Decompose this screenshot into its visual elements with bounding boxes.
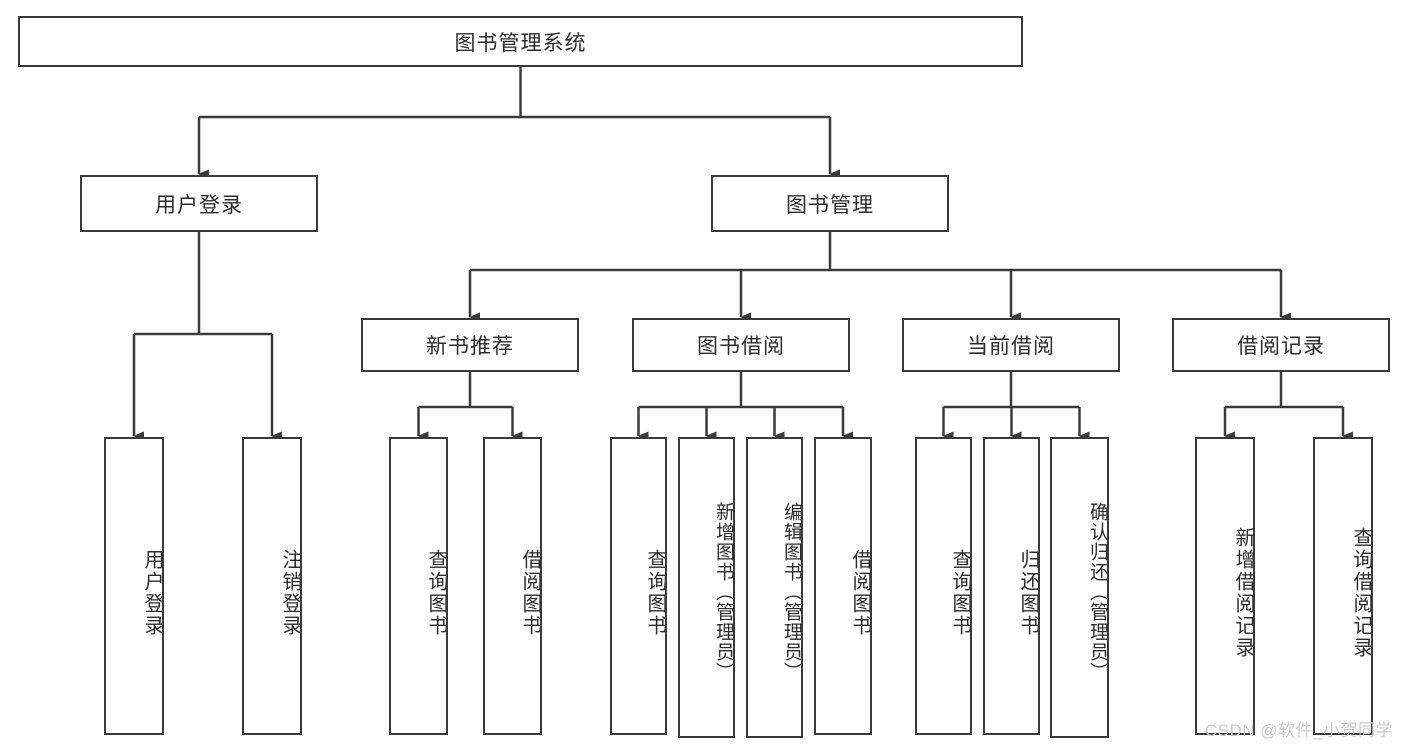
- node-label: 用户登录: [141, 549, 163, 637]
- node-label: 用户登录: [155, 193, 243, 217]
- node-leaf-borrow-book-2[interactable]: 借阅图书: [814, 437, 872, 735]
- node-label: 编辑图书（管理员）: [781, 501, 802, 682]
- node-label: 新增图书（管理员）: [713, 501, 734, 682]
- node-label: 确认归还（管理员）: [1087, 501, 1108, 682]
- node-leaf-edit-book[interactable]: 编辑图书（管理员）: [746, 437, 803, 738]
- node-leaf-query-book-1[interactable]: 查询图书: [389, 437, 448, 735]
- node-leaf-add-record[interactable]: 新增借阅记录: [1195, 437, 1255, 735]
- node-label: 查询图书: [949, 549, 971, 637]
- node-leaf-query-record[interactable]: 查询借阅记录: [1313, 437, 1373, 735]
- node-label: 查询图书: [644, 549, 666, 637]
- node-label: 图书借阅: [697, 335, 785, 358]
- node-label: 图书管理系统: [454, 31, 587, 55]
- node-label: 新增借阅记录: [1232, 527, 1254, 659]
- node-label: 新书推荐: [426, 335, 514, 358]
- node-label: 归还图书: [1017, 549, 1039, 637]
- node-label: 当前借阅: [967, 335, 1055, 358]
- watermark: CSDN @软件_小贺同学: [1204, 721, 1393, 740]
- node-leaf-confirm-ret[interactable]: 确认归还（管理员）: [1050, 437, 1109, 738]
- node-label: 借阅图书: [849, 549, 871, 637]
- node-leaf-user-login[interactable]: 用户登录: [104, 437, 164, 735]
- node-book-borrow[interactable]: 图书借阅: [632, 318, 850, 372]
- node-leaf-user-logout[interactable]: 注销登录: [242, 437, 302, 735]
- node-label: 借阅记录: [1237, 335, 1325, 358]
- node-leaf-query-book-2[interactable]: 查询图书: [610, 437, 667, 735]
- node-borrow-record[interactable]: 借阅记录: [1172, 318, 1390, 372]
- node-leaf-add-book[interactable]: 新增图书（管理员）: [678, 437, 735, 738]
- node-label: 查询借阅记录: [1350, 527, 1372, 659]
- node-label: 查询图书: [425, 549, 447, 637]
- node-leaf-borrow-book-1[interactable]: 借阅图书: [483, 437, 542, 735]
- node-current-borrow[interactable]: 当前借阅: [902, 318, 1120, 372]
- node-label: 注销登录: [279, 549, 301, 637]
- node-new-book-rec[interactable]: 新书推荐: [361, 318, 579, 372]
- node-root[interactable]: 图书管理系统: [18, 16, 1023, 67]
- edges: [132, 67, 1353, 441]
- node-label: 图书管理: [786, 193, 874, 217]
- node-book-manage[interactable]: 图书管理: [711, 175, 949, 232]
- node-leaf-query-book-3[interactable]: 查询图书: [915, 437, 972, 735]
- node-leaf-return-book[interactable]: 归还图书: [983, 437, 1040, 735]
- node-user-login[interactable]: 用户登录: [80, 175, 318, 232]
- node-label: 借阅图书: [519, 549, 541, 637]
